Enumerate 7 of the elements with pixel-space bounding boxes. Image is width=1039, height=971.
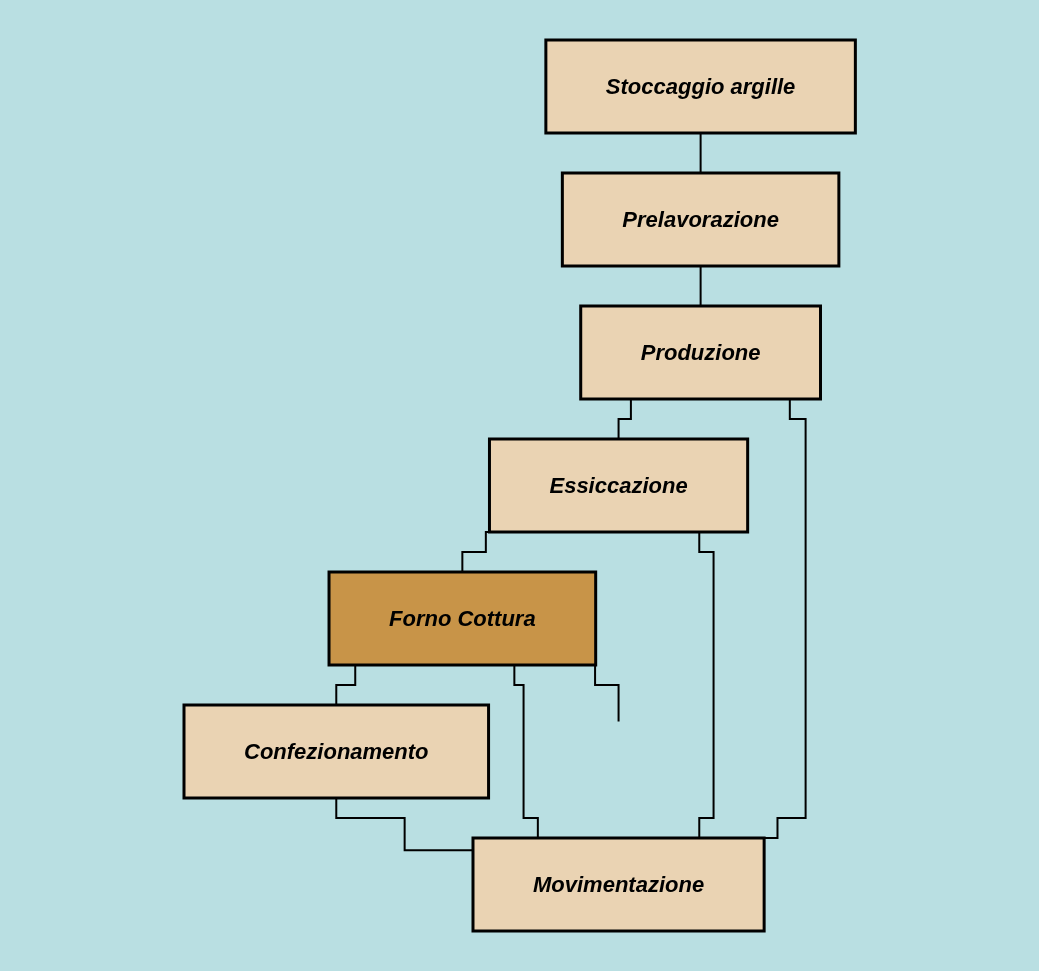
- node-box: Stoccaggio argille: [544, 38, 857, 135]
- node-box: Produzione: [579, 304, 822, 401]
- node-box: Essiccazione: [487, 437, 749, 534]
- node-box: Confezionamento: [182, 703, 490, 800]
- node-box: Movimentazione: [471, 836, 766, 933]
- node-box: Prelavorazione: [560, 171, 841, 268]
- node-box: Forno Cottura: [327, 570, 597, 667]
